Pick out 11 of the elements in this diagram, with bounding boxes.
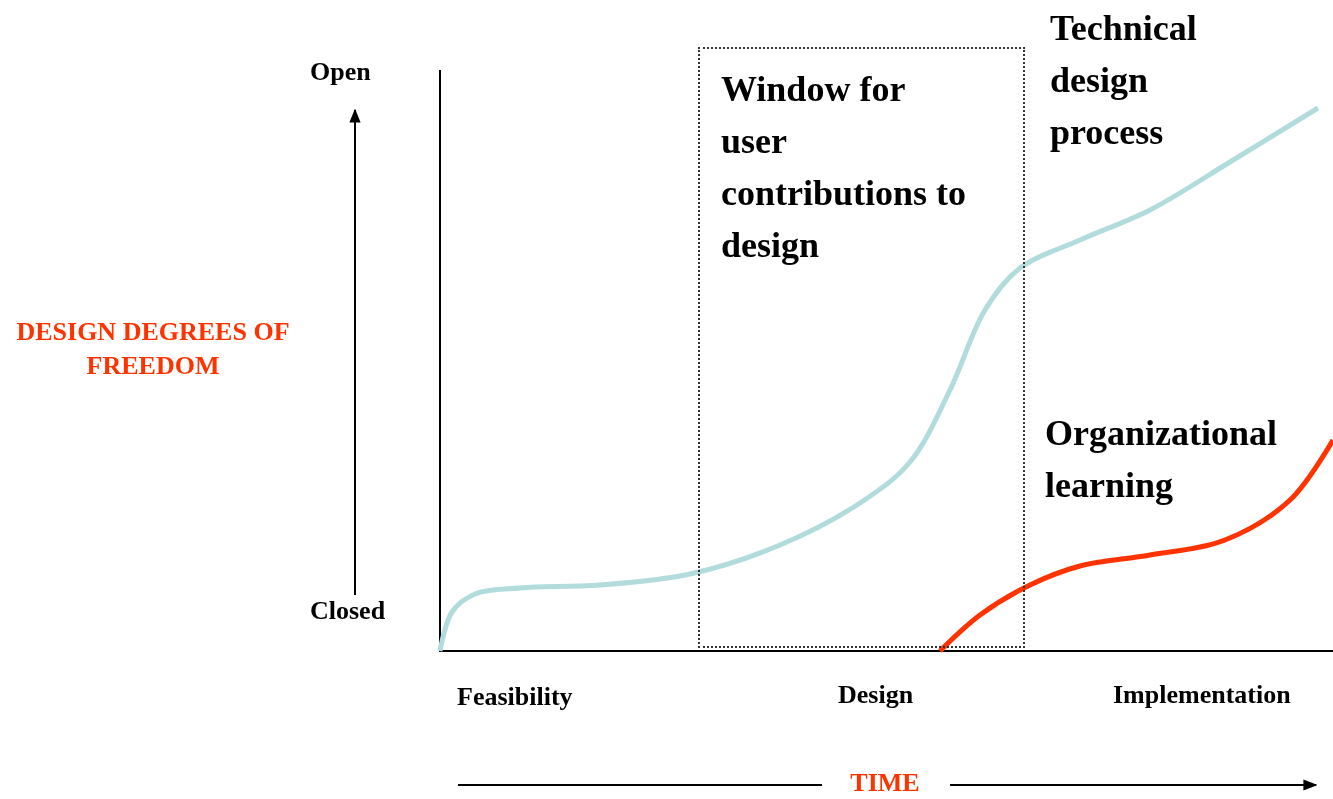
phase-label: Implementation: [1113, 679, 1292, 711]
axis-label: Closed: [310, 595, 387, 627]
curve-label: Technical design process: [1050, 7, 1198, 154]
axis-title: DESIGN DEGREES OF FREEDOM: [15, 316, 291, 382]
axis-label: Open: [310, 56, 372, 88]
window-box: [698, 47, 1025, 648]
phase-label: Feasibility: [457, 681, 574, 713]
curve-label: Organizational learning: [1045, 412, 1278, 507]
phase-label: Design: [838, 679, 915, 711]
window-label: Window for user contributions to design: [721, 68, 968, 267]
axis-title: TIME: [849, 767, 921, 799]
